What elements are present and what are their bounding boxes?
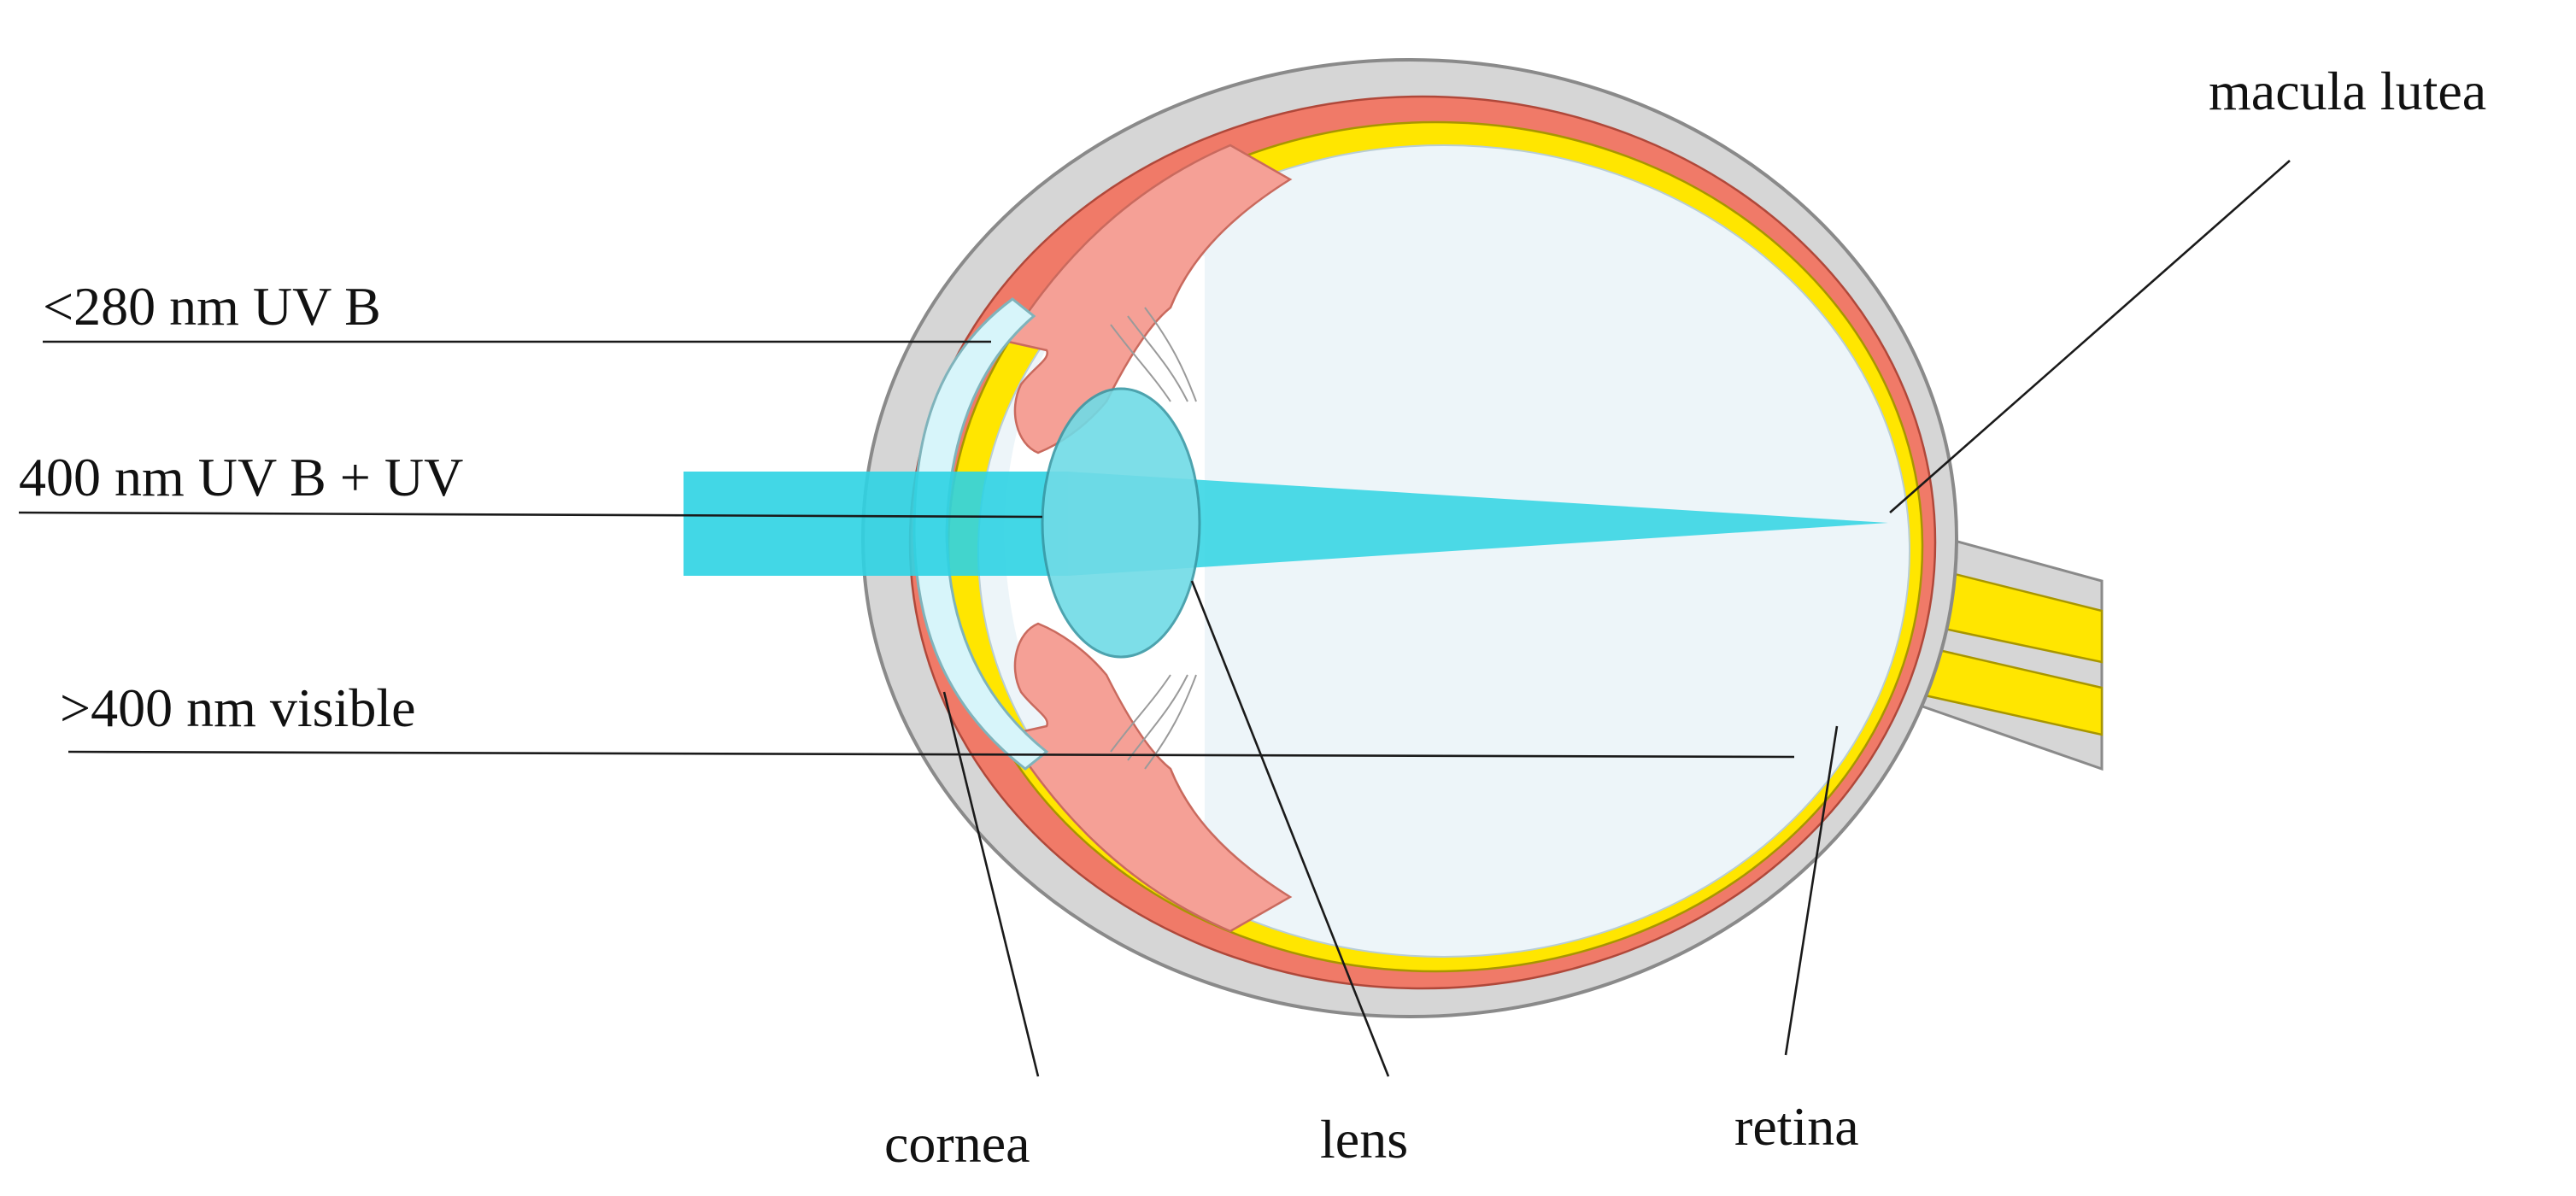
label-macula-lutea: macula lutea [2209,61,2486,121]
lens [1041,387,1201,659]
leader-uvb-400 [18,511,1043,519]
cornea [912,297,1049,771]
leader-retina [1784,725,1839,1056]
leader-lens [1190,580,1390,1077]
leader-visible [67,750,1795,759]
label-uvb-400: 400 nm UV B + UV [19,447,463,507]
label-lens: lens [1320,1109,1408,1170]
label-cornea: cornea [884,1113,1030,1174]
leader-lines [18,160,2291,1077]
light-beam [684,472,1888,576]
label-retina: retina [1734,1096,1859,1157]
labels: <280 nm UV B 400 nm UV B + UV >400 nm vi… [19,61,2486,1174]
leader-cornea [942,691,1040,1077]
label-visible: >400 nm visible [60,677,416,738]
zonular-fibers [1110,307,1197,770]
label-uvb-280: <280 nm UV B [43,276,381,337]
leader-macula [1889,160,2291,513]
